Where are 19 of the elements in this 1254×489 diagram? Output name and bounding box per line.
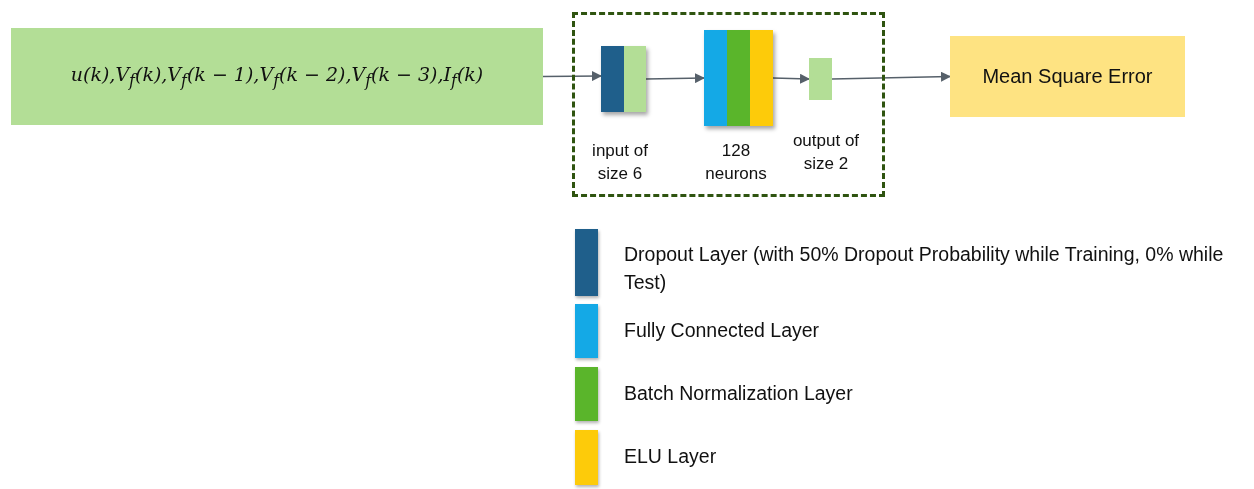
- formula-text: u(k),V$_{f}$(k),V$_{f}$(k − 1),V$_{f}$(k − 2),V$_{f}$(k − 3),I$_{f}$(k): [70, 63, 484, 90]
- layer-caption: output of size 2: [791, 130, 861, 175]
- arrow: [645, 73, 705, 84]
- layer-block: [809, 58, 832, 100]
- node-label: Mean Square Error: [982, 65, 1153, 88]
- legend-text: Batch Normalization Layer: [624, 381, 854, 406]
- input-variables-box: [11, 28, 543, 125]
- layer-caption: input of size 6: [591, 140, 649, 185]
- arrow: [772, 73, 810, 84]
- arrow: [831, 71, 951, 82]
- loss-box: [950, 36, 1185, 117]
- arrow: [542, 71, 602, 82]
- layer-block: [601, 46, 646, 112]
- legend-text: ELU Layer: [624, 444, 718, 469]
- layer-caption: 128 neurons: [704, 140, 768, 185]
- layer-block: [704, 30, 773, 126]
- dashed-frame: [572, 12, 885, 197]
- legend-text: Fully Connected Layer: [624, 318, 821, 343]
- legend-text: Dropout Layer (with 50% Dropout Probability while Training, 0% while Test): [624, 242, 1225, 296]
